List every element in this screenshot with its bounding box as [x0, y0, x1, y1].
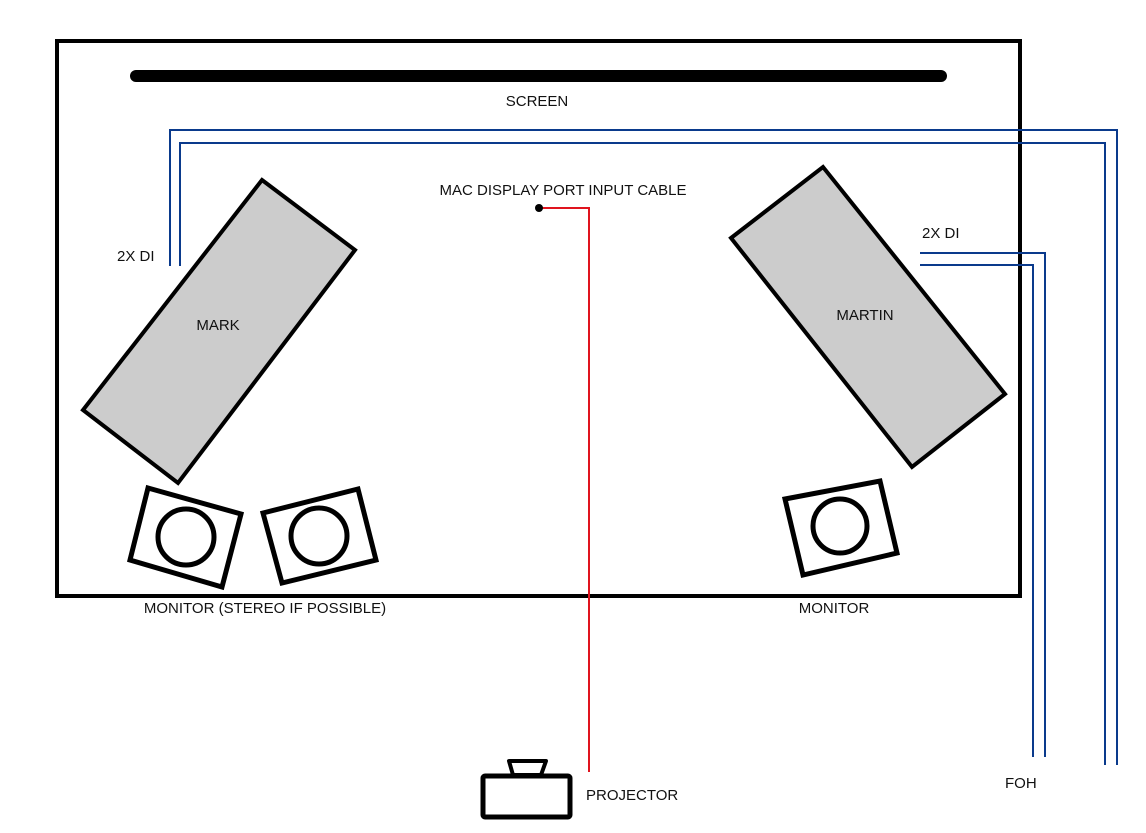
projector-icon	[480, 759, 573, 820]
monitor-right-label: MONITOR	[799, 600, 870, 617]
martin-position	[728, 164, 1008, 470]
di-cables-left	[169, 129, 1118, 765]
monitor-wedge-right	[781, 478, 901, 579]
foh-label: FOH	[1005, 775, 1037, 792]
monitor-wedge-left-2	[259, 485, 380, 587]
di-cables-right	[920, 252, 1046, 757]
mark-label: MARK	[196, 317, 239, 334]
cable-label: MAC DISPLAY PORT INPUT CABLE	[439, 182, 686, 199]
projector-label: PROJECTOR	[586, 787, 678, 804]
di-left-label: 2X DI	[117, 248, 155, 265]
screen-label: SCREEN	[506, 93, 569, 110]
martin-label: MARTIN	[836, 307, 893, 324]
stage-outline	[55, 39, 1022, 598]
monitor-wedge-left-1	[126, 484, 245, 591]
di-right-label: 2X DI	[922, 225, 960, 242]
mark-position	[80, 177, 358, 486]
monitor-left-label: MONITOR (STEREO IF POSSIBLE)	[144, 600, 386, 617]
display-port-cable	[535, 204, 590, 772]
